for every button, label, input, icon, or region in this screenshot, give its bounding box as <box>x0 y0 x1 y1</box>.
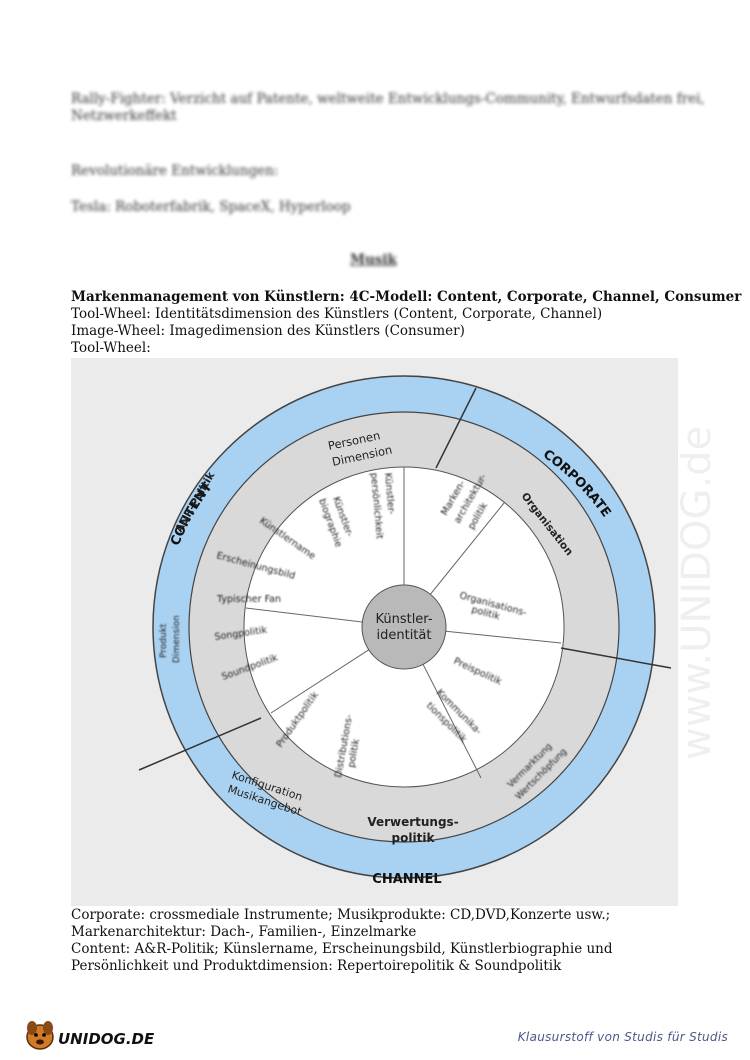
label-produkt-1: Produkt <box>159 623 169 658</box>
center-circle <box>361 584 447 670</box>
text-line: Content: A&R-Politik; Künslername, Ersch… <box>71 941 613 957</box>
inner-label: Typischer Fan <box>216 594 281 605</box>
text-line: Markenarchitektur: Dach-, Familien-, Ein… <box>71 924 417 940</box>
footer-tagline: Klausurstoff von Studis für Studis <box>517 1030 728 1044</box>
text-line: Tool-Wheel: Identitätsdimension des Küns… <box>71 306 603 322</box>
text-line: Persönlichkeit und Produktdimension: Rep… <box>71 958 562 974</box>
label-produkt-2: Dimension <box>172 615 182 663</box>
watermark: www.UNIDOG.de <box>640 260 750 780</box>
text-line: Tool-Wheel: <box>71 340 151 356</box>
label-verwertung-1: Verwertungs- <box>367 815 458 829</box>
center-label-line1: Künstler- <box>375 612 432 627</box>
unidog-logo[interactable]: UNIDOG.DE <box>22 1015 162 1055</box>
inner-label: politik <box>346 738 362 769</box>
section-heading: Musik <box>350 252 397 268</box>
label-verwertung-2: politik <box>392 831 436 845</box>
blurred-text-line: Tesla: Roboterfabrik, SpaceX, Hyperloop <box>71 199 351 215</box>
inner-label: Künstler- <box>382 472 397 514</box>
document-subtitle: Markenmanagement von Künstlern: 4C-Model… <box>71 289 742 305</box>
watermark-text: www.UNIDOG.de <box>674 426 720 760</box>
text-line: Corporate: crossmediale Instrumente; Mus… <box>71 907 611 923</box>
blurred-text-line: Rally-Fighter: Verzicht auf Patente, wel… <box>71 91 705 107</box>
center-label-line2: identität <box>377 628 432 643</box>
text-line: Image-Wheel: Imagedimension des Künstler… <box>71 323 465 339</box>
blurred-text-line: Revolutionäre Entwicklungen: <box>71 163 279 179</box>
logo-text: UNIDOG.DE <box>58 1030 155 1048</box>
label-channel: CHANNEL <box>372 872 441 887</box>
blurred-text-line: Netzwerkeffekt <box>71 108 177 124</box>
tool-wheel-figure: Künstler- identität CONTENT CORPORATE CH… <box>71 358 678 906</box>
dog-logo-icon <box>26 1021 54 1050</box>
